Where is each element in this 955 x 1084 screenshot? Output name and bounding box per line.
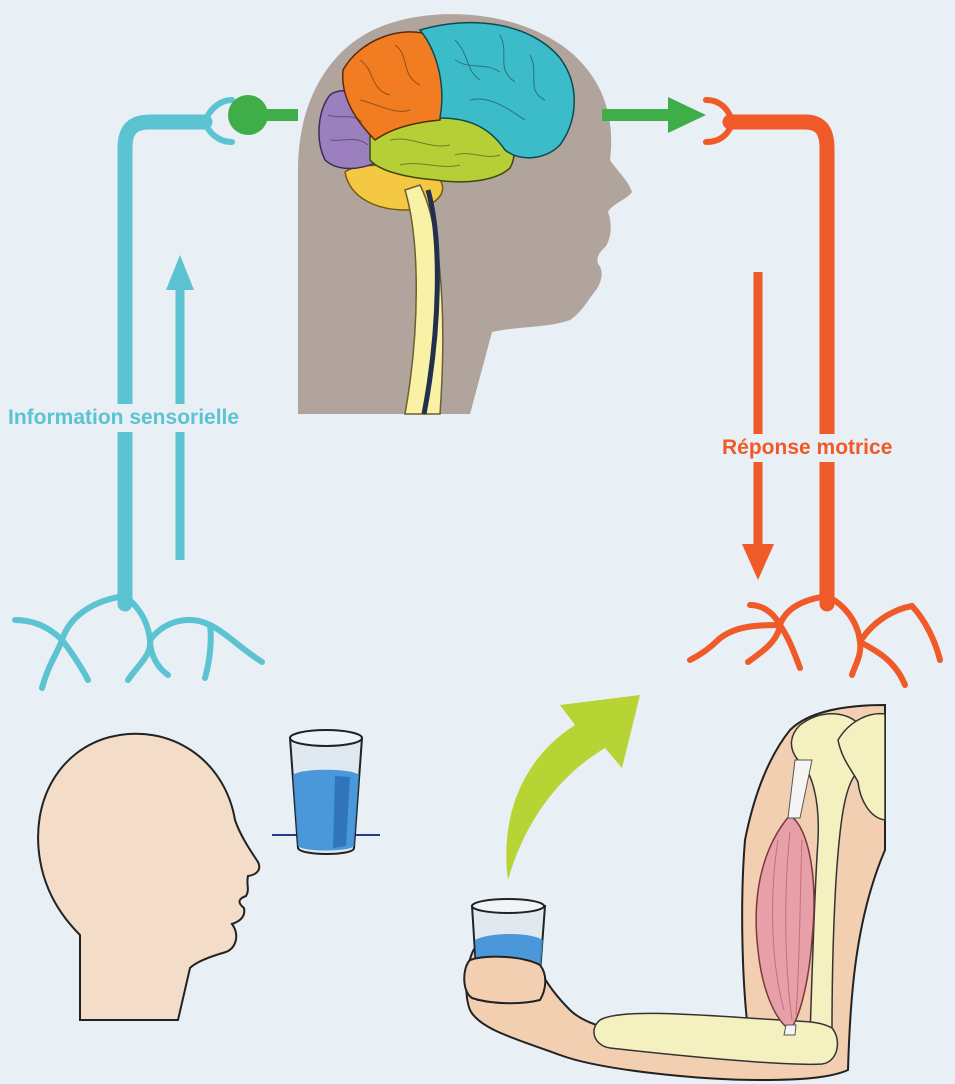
motor-response-label: Réponse motrice xyxy=(718,434,896,462)
tendon-lower xyxy=(784,1025,796,1035)
sensory-information-label: Information sensorielle xyxy=(4,404,243,432)
